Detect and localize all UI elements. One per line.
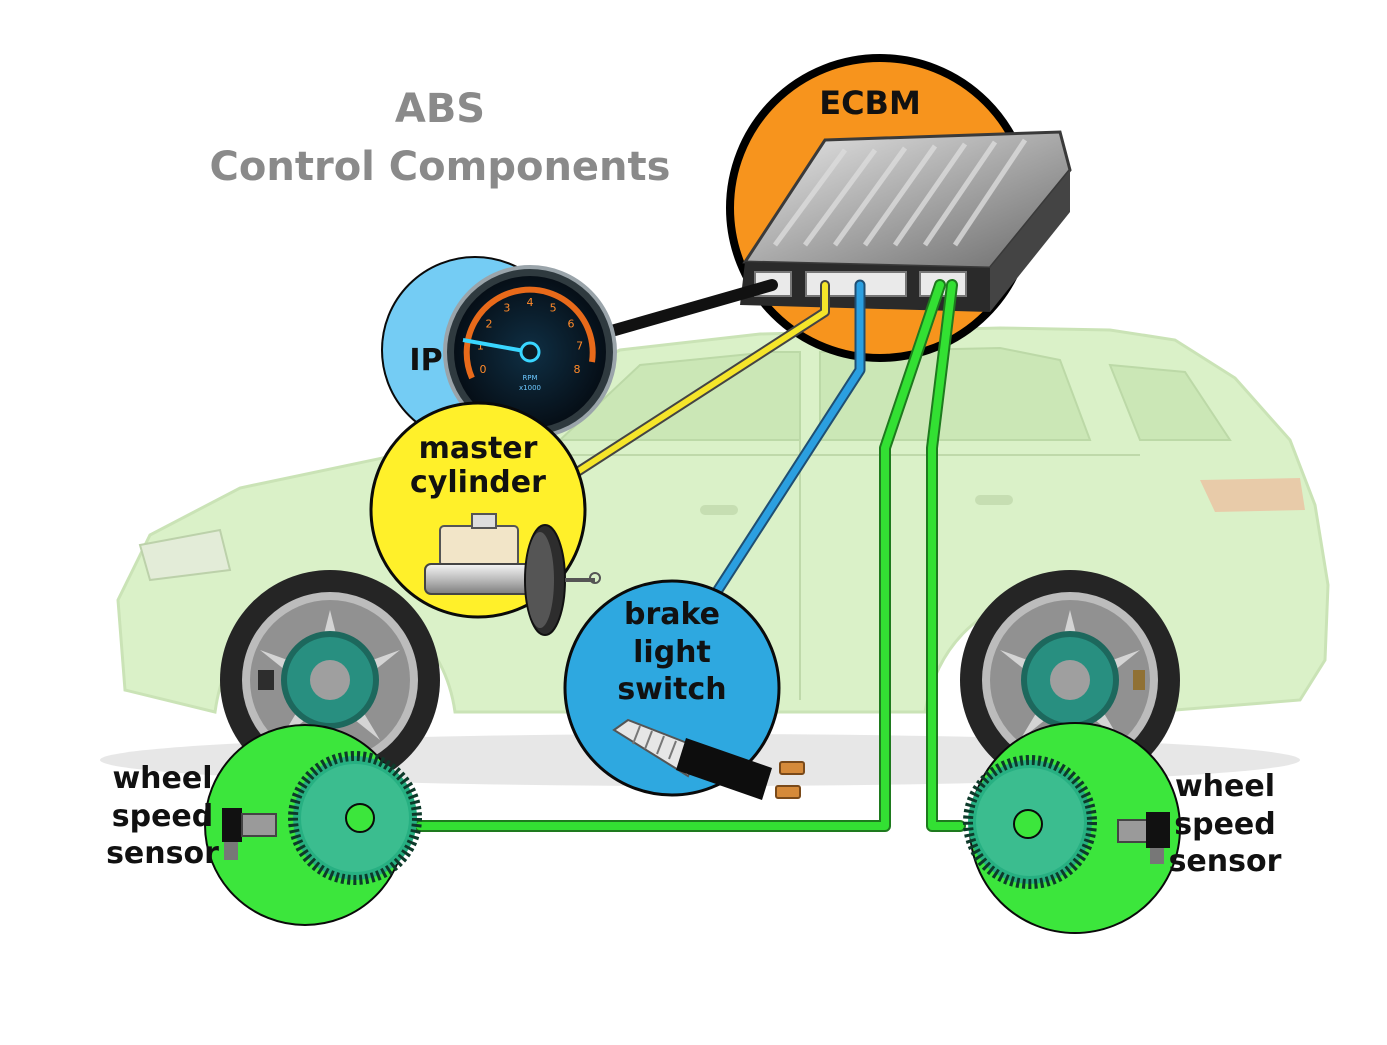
- ecbm-label: ECBM: [819, 84, 921, 122]
- ip-component: 0 123 4 567 8 RPM x1000: [381, 256, 617, 444]
- gauge-tick-label: 4: [527, 296, 534, 309]
- door-handle-rear: [975, 495, 1013, 505]
- left-sensor-label-line2: speed: [111, 798, 214, 834]
- gauge-tick-label: 8: [574, 363, 581, 376]
- gauge-tick-label: 6: [568, 317, 575, 330]
- gauge-tick-label: 7: [576, 340, 583, 353]
- brake-switch-circle: [563, 579, 781, 797]
- left-wheel-speed-sensor-label: wheel speed sensor: [100, 760, 225, 873]
- diagram-title-line1: ABS: [394, 86, 486, 132]
- left-sensor-label-line3: sensor: [106, 836, 219, 871]
- gauge-needle: [462, 338, 531, 354]
- ip-label: IP: [409, 343, 443, 378]
- brake-switch-icon: [612, 718, 805, 800]
- brake-light-switch-label-line2: light: [633, 634, 711, 670]
- master-cylinder-label-line1: master: [418, 431, 538, 466]
- left-sensor-icon: [222, 808, 277, 860]
- master-cylinder-label: master cylinder: [395, 432, 561, 499]
- right-wheel-speed-sensor-component: [963, 722, 1181, 934]
- gauge-unit-multiplier: x1000: [519, 384, 541, 392]
- head-light: [138, 528, 232, 582]
- gauge-tick-labels: 0 123 4 567 8: [477, 296, 583, 376]
- gauge-tick-label: 5: [550, 302, 557, 315]
- tachometer-icon: 0 123 4 567 8 RPM x1000: [443, 265, 617, 439]
- right-hub: [1013, 809, 1043, 839]
- gauge-tick-label: 0: [480, 363, 487, 376]
- right-wheel-speed-sensor-label: wheel speed sensor: [1160, 768, 1290, 881]
- door-handle-front: [700, 505, 738, 515]
- brake-light-switch-label-line1: brake: [623, 597, 720, 632]
- right-sensor-label-line3: sensor: [1168, 844, 1282, 879]
- master-cylinder-label-line2: cylinder: [410, 464, 546, 500]
- tail-light: [1200, 478, 1305, 512]
- gauge-tick-label: 2: [486, 317, 493, 330]
- front-wheel: [220, 570, 440, 790]
- brake-light-switch-component: [563, 579, 805, 800]
- diagram-title-line2: Control Components: [209, 144, 671, 190]
- right-sensor-label-line2: speed: [1174, 806, 1276, 842]
- ecbm-module-icon: [740, 130, 1072, 312]
- master-cylinder-icon: [424, 513, 601, 636]
- right-sensor-icon: [1117, 812, 1170, 864]
- master-cylinder-component: [369, 401, 601, 636]
- gauge-tick-label: 1: [477, 340, 484, 353]
- brake-light-switch-label-line3: switch: [617, 672, 727, 707]
- gauge-unit-rpm: RPM: [522, 374, 537, 382]
- left-hub: [345, 803, 375, 833]
- gauge-tick-label: 3: [503, 302, 510, 315]
- car-illustration: [100, 326, 1330, 790]
- brake-light-switch-label: brake light switch: [602, 596, 742, 709]
- left-wheel-speed-sensor-component: [204, 724, 422, 926]
- right-sensor-label-line1: wheel: [1174, 769, 1276, 804]
- wiring: [414, 279, 966, 832]
- left-sensor-label-line1: wheel: [112, 761, 213, 796]
